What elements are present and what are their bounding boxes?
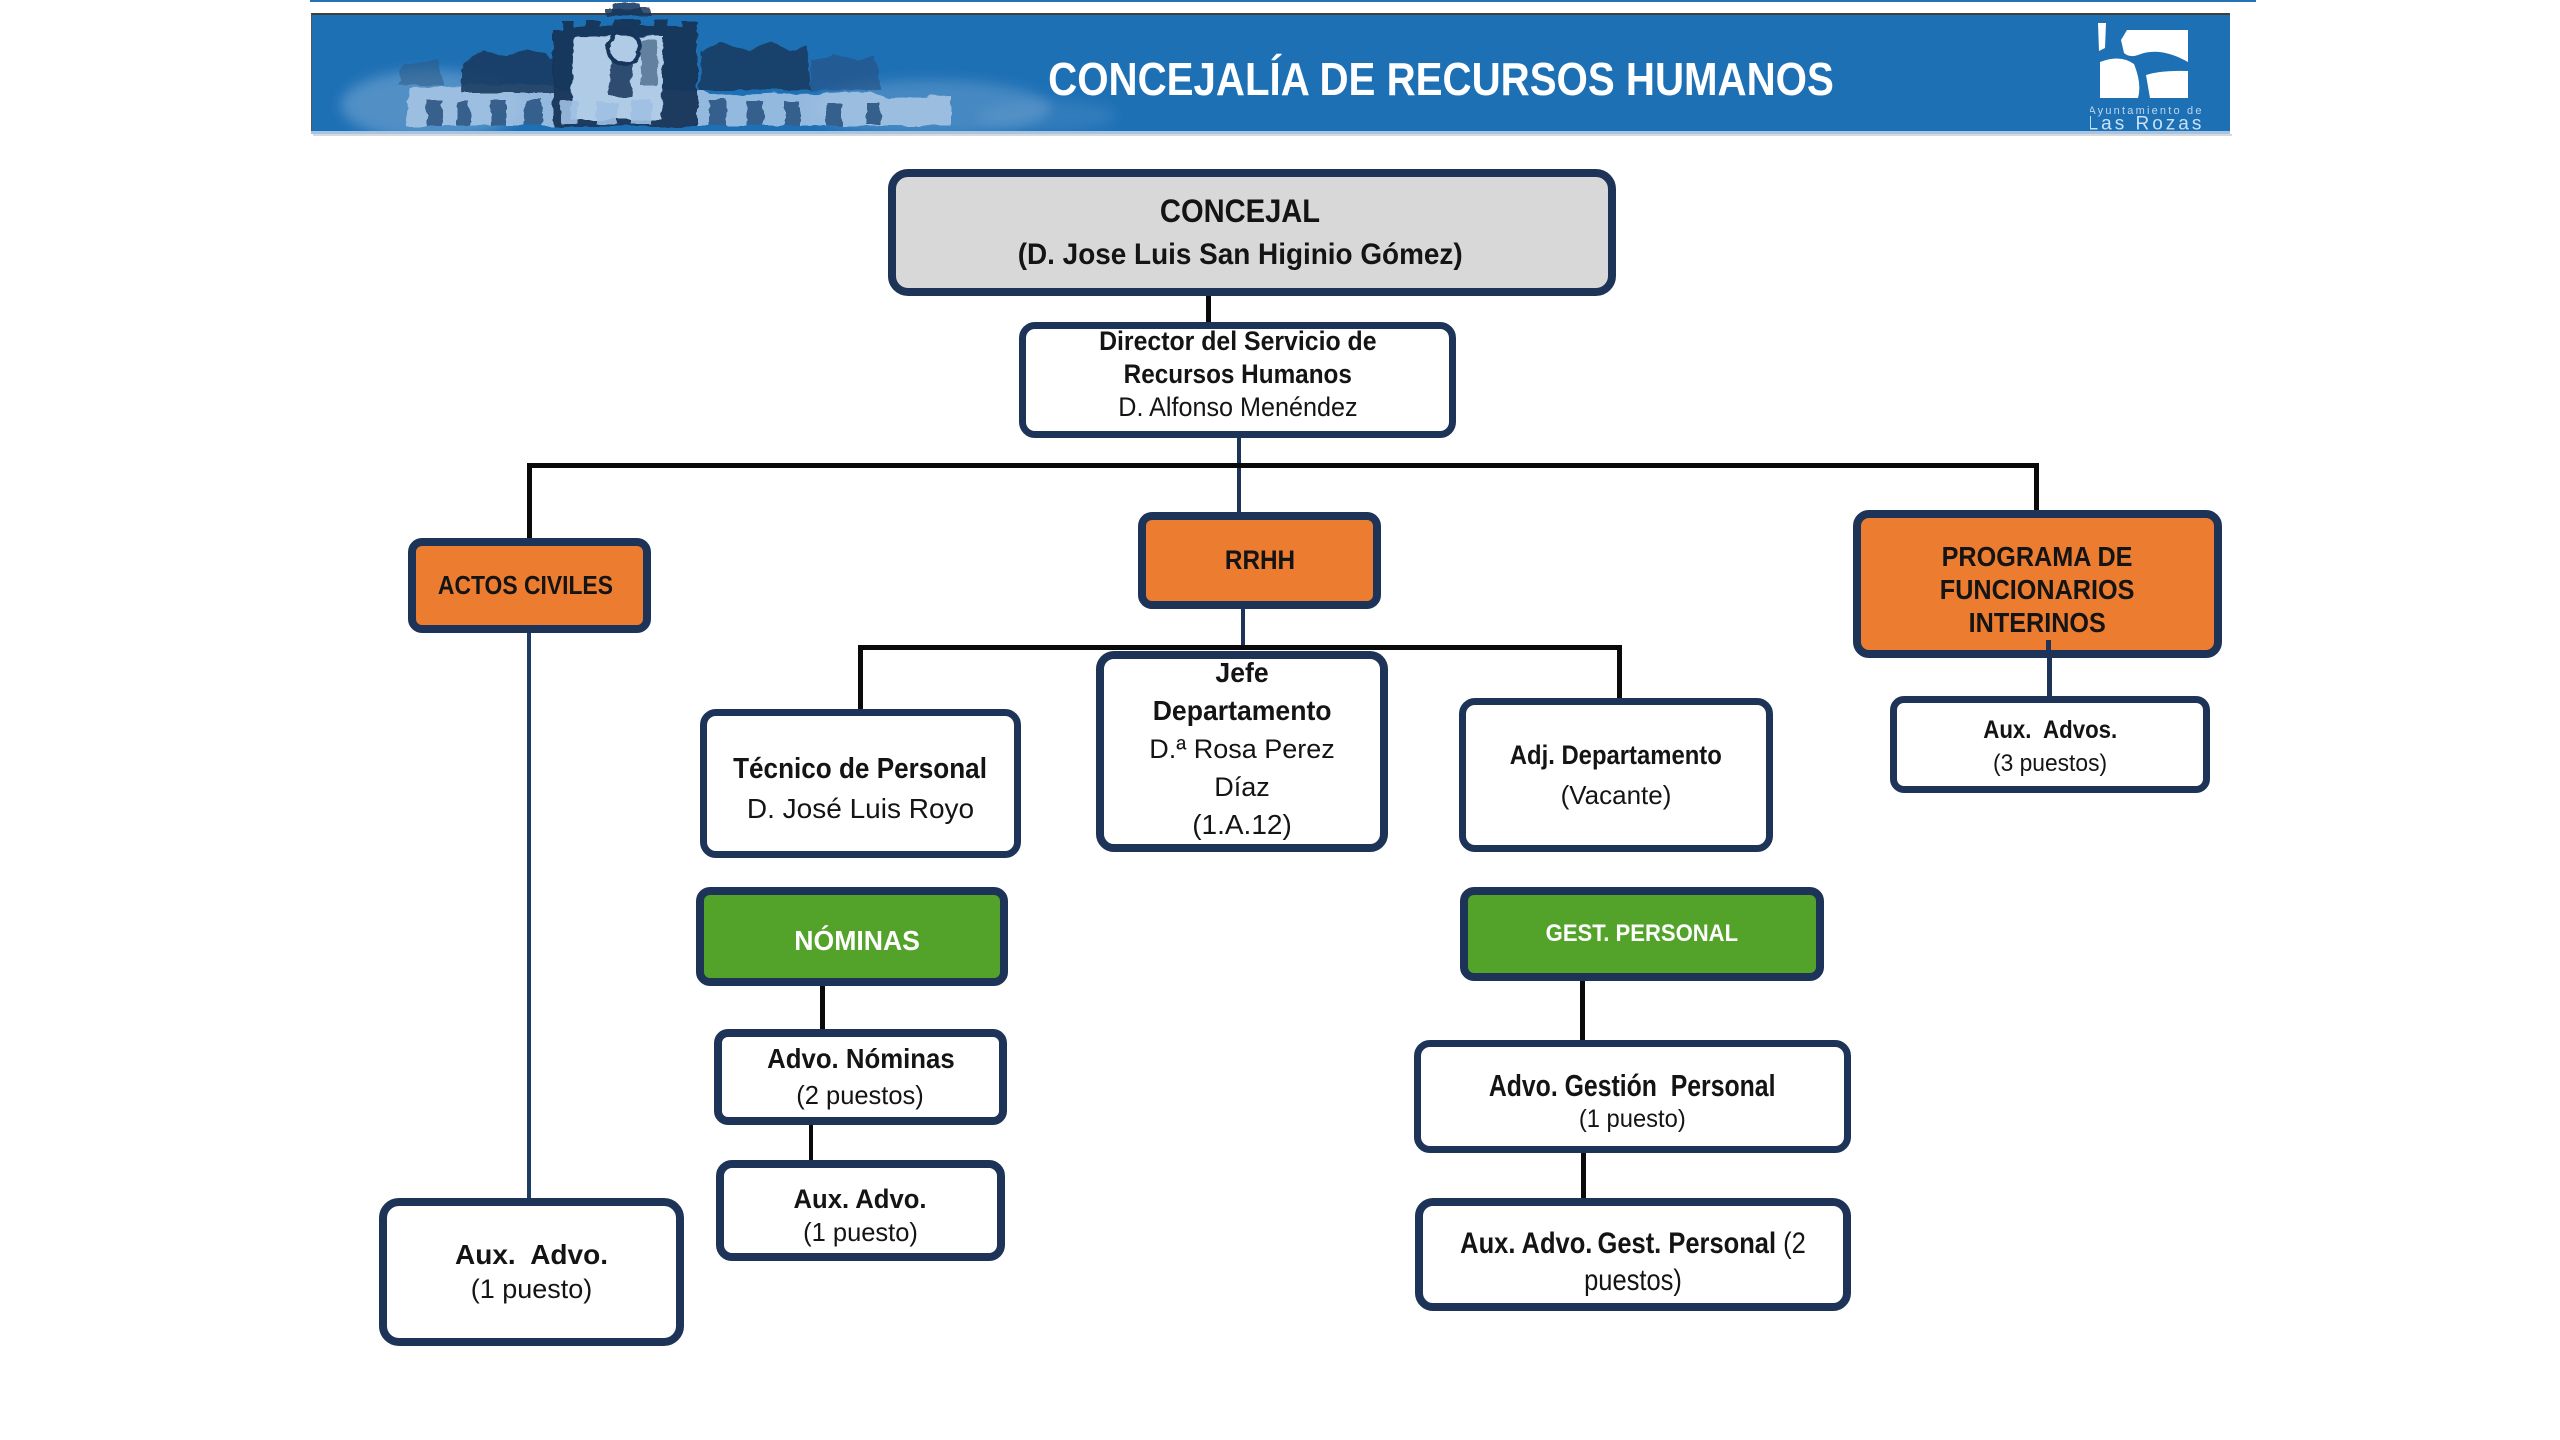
svg-text:Las Rozas: Las Rozas (2090, 114, 2204, 135)
svg-text:Ayuntamiento de: Ayuntamiento de (2090, 105, 2204, 117)
